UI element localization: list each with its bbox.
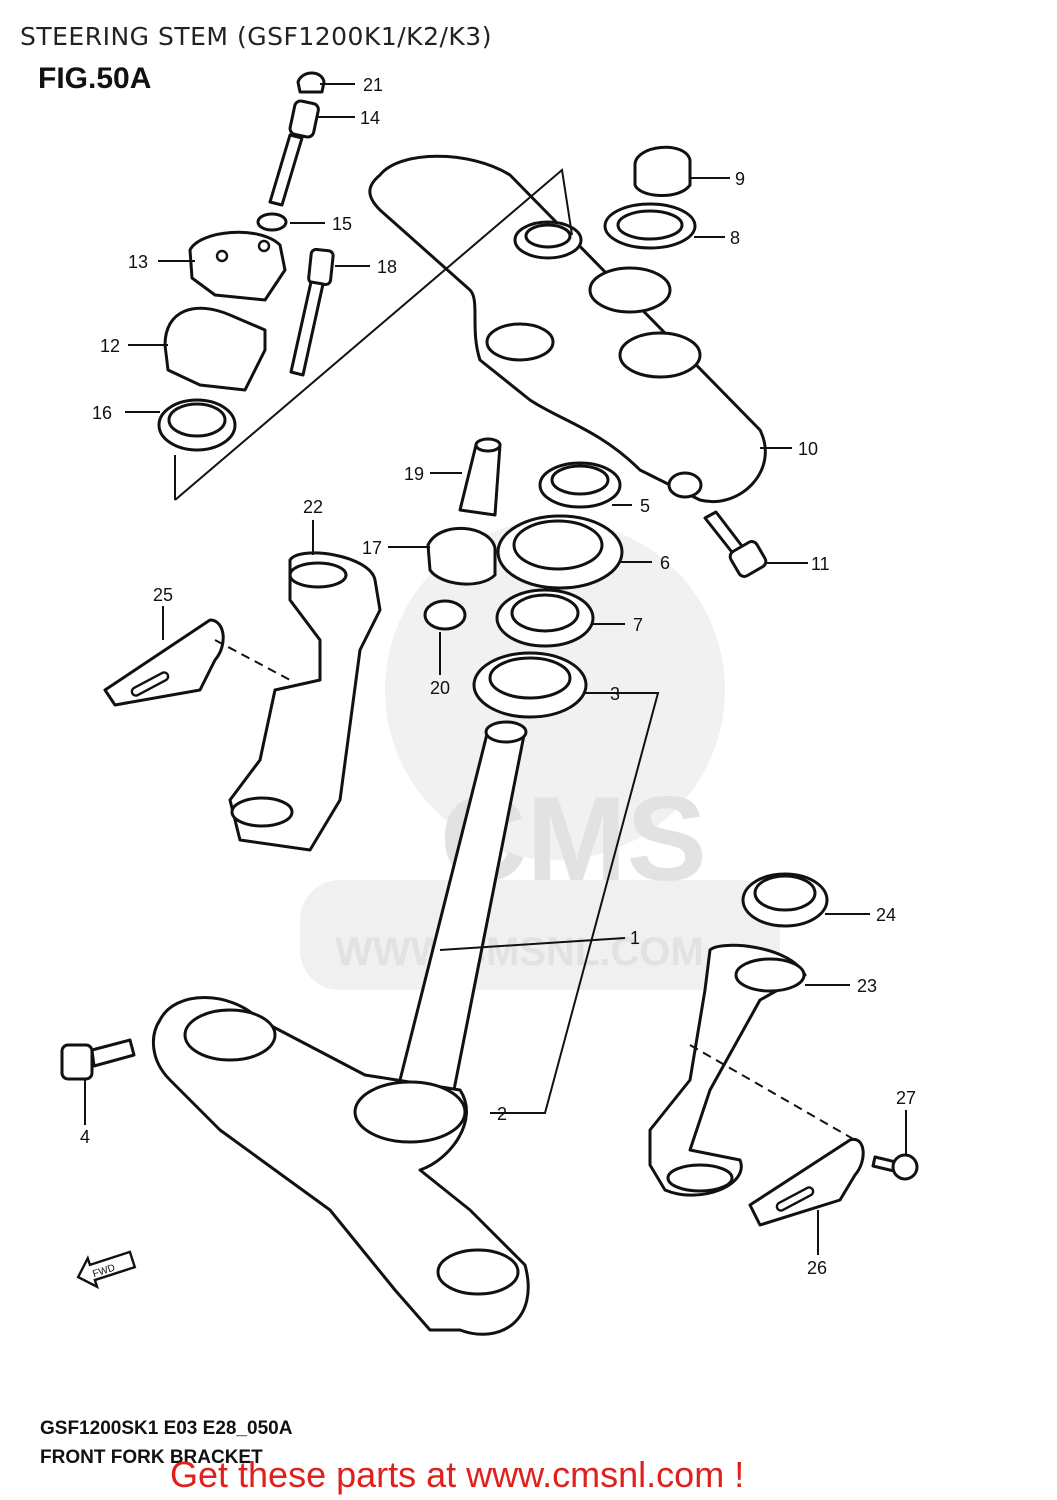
diagram-code: GSF1200SK1 E03 E28_050A [40, 1418, 293, 1439]
bolt-part-11 [703, 510, 768, 578]
callout-26: 26 [807, 1258, 827, 1278]
callout-22: 22 [303, 497, 323, 517]
callout-9: 9 [735, 169, 745, 189]
callout-3: 3 [610, 684, 620, 704]
callout-5: 5 [640, 496, 650, 516]
upper-bracket-part-10 [368, 154, 767, 503]
callout-17: 17 [362, 538, 382, 558]
nut-part-9 [633, 145, 692, 197]
washer-part-15 [256, 212, 288, 232]
seal-part-24 [741, 872, 829, 928]
holder-part-13 [188, 230, 287, 302]
bolt-part-27 [871, 1153, 919, 1181]
callout-20: 20 [430, 678, 450, 698]
watermark-url: WWW.CMSNL.COM [335, 930, 704, 974]
callout-23: 23 [857, 976, 877, 996]
spacer-part-19 [458, 437, 502, 517]
callout-11: 11 [811, 554, 830, 574]
bearing-part-7 [495, 588, 595, 648]
bolt-part-14 [268, 99, 320, 207]
callout-15: 15 [332, 214, 352, 234]
bracket-part-22 [228, 551, 382, 852]
washer-part-8 [603, 202, 697, 250]
stay-part-26 [748, 1137, 865, 1227]
bolt-part-4 [60, 1038, 136, 1081]
promo-link[interactable]: Get these parts at www.cmsnl.com ! [170, 1454, 745, 1495]
callout-2: 2 [497, 1104, 507, 1124]
bracket-part-23 [648, 943, 807, 1197]
cap-bolt-part-21 [296, 71, 326, 94]
callout-16: 16 [92, 403, 112, 423]
damper-part-12 [163, 306, 267, 392]
callout-27: 27 [896, 1088, 916, 1108]
callout-6: 6 [660, 553, 670, 573]
bearing-part-3 [472, 651, 588, 719]
callout-21: 21 [363, 75, 383, 95]
callout-25: 25 [153, 585, 173, 605]
callout-13: 13 [128, 252, 148, 272]
callout-10: 10 [798, 439, 818, 459]
callout-18: 18 [377, 257, 397, 277]
callout-19: 19 [404, 464, 424, 484]
bolt-part-18 [289, 247, 335, 377]
callout-12: 12 [100, 336, 120, 356]
callout-8: 8 [730, 228, 740, 248]
dust-seal-part-6 [496, 514, 624, 590]
cushion-part-16 [157, 398, 237, 452]
cap-part-17 [426, 526, 497, 586]
callout-1: 1 [630, 928, 640, 948]
callout-14: 14 [360, 108, 380, 128]
stay-part-25 [103, 618, 225, 707]
forward-direction-arrow-icon: FWD [76, 1250, 137, 1290]
figure-label: FIG.50A [38, 62, 152, 95]
callout-24: 24 [876, 905, 896, 925]
steering-nut-part-5 [538, 461, 622, 509]
callout-7: 7 [633, 615, 643, 635]
lower-bracket-part-2 [151, 996, 530, 1336]
callout-4: 4 [80, 1127, 90, 1147]
page-title: STEERING STEM (GSF1200K1/K2/K3) [20, 22, 492, 51]
nut-part-20 [423, 599, 467, 631]
diagram-name: FRONT FORK BRACKET [40, 1447, 263, 1468]
